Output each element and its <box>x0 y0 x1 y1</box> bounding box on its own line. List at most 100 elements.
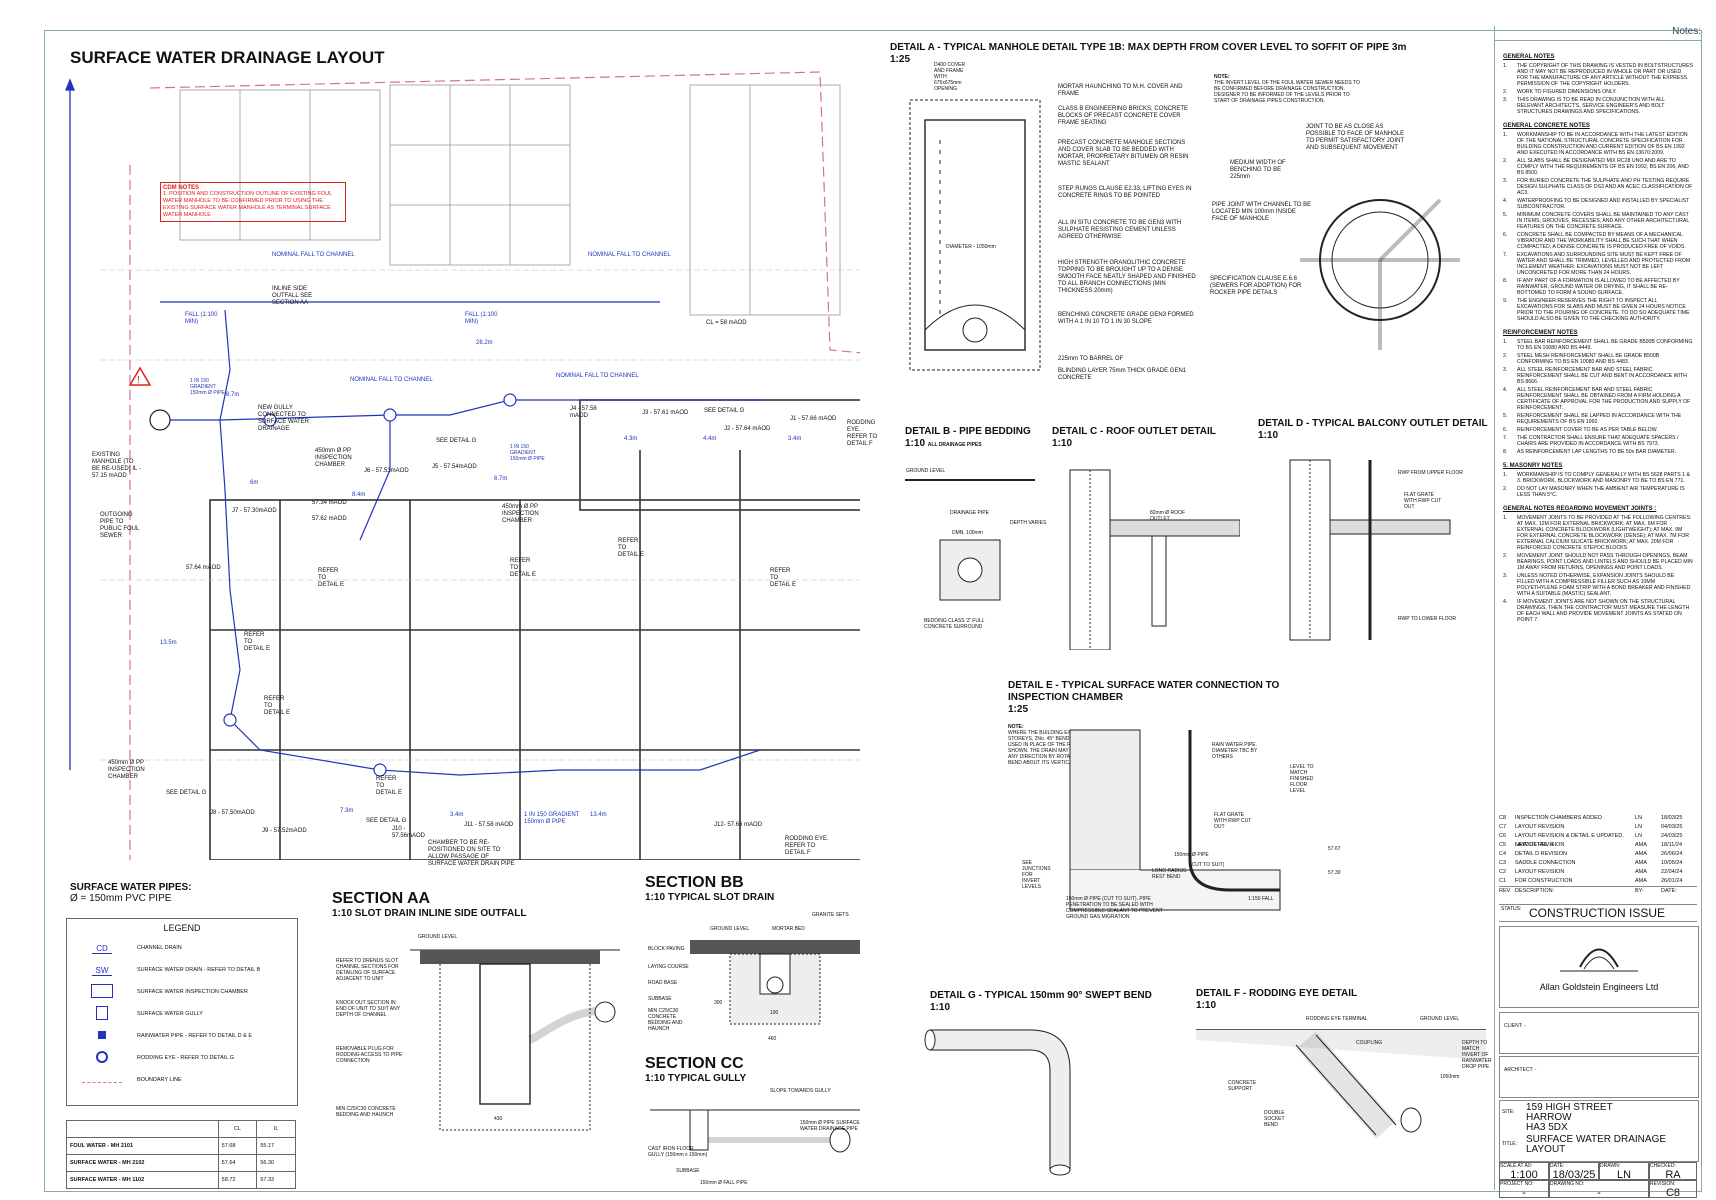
notes-item: 3.UNLESS NOTED OTHERWISE, EXPANSION JOIN… <box>1503 573 1693 599</box>
section-aa-title: SECTION AA <box>332 890 431 907</box>
inspection-chamber-label: 450mm Ø PP INSPECTION CHAMBER <box>315 448 352 468</box>
notes-item-text: EXCAVATIONS AND SURROUNDING SITE MUST BE… <box>1517 252 1691 276</box>
level-label: 57.62 mAOD <box>312 516 347 522</box>
detail-label: RWP FROM UPPER FLOOR <box>1398 470 1463 476</box>
notes-item-text: MINIMUM CONCRETE COVERS SHALL BE MAINTAI… <box>1517 212 1690 230</box>
notes-item-number: 5. <box>1503 212 1508 218</box>
detail-label: FLAT GRATE WITH RWP CUT OUT <box>1404 492 1442 510</box>
section-label: 430 <box>494 1116 503 1122</box>
detail-a-note: NOTE: THE INVERT LEVEL OF THE FOUL WATER… <box>1214 74 1364 104</box>
checked-value: RA <box>1665 1169 1681 1181</box>
detail-a: DETAIL A - TYPICAL MANHOLE DETAIL TYPE 1… <box>890 42 1470 66</box>
manhole-plan-drawing <box>1300 198 1460 350</box>
junction-label: J2 - 57.64 mAOD <box>724 426 771 432</box>
section-label: MIN C25/C30 CONCRETE BEDDING AND HAUNCH <box>336 1106 396 1118</box>
notes-item-number: 4. <box>1503 387 1508 393</box>
table-cell: SURFACE WATER - MH 2102 <box>66 1154 219 1172</box>
revision-cell: 18/11/24 <box>1661 842 1683 848</box>
detail-a-drawing <box>909 99 1041 371</box>
company-name: Allan Goldstein Engineers Ltd <box>1539 982 1659 992</box>
detail-label: DEPTH VARIES <box>1010 520 1047 526</box>
detail-label: PRECAST CONCRETE MANHOLE SECTIONS AND CO… <box>1058 140 1189 167</box>
detail-label: GROUND LEVEL <box>1420 1016 1460 1022</box>
notes-item-text: THE CONTRACTOR SHALL ENSURE THAT ADEQUAT… <box>1517 435 1679 447</box>
new-gully-label: NEW GULLY CONNECTED TO SURFACE WATER DRA… <box>258 405 310 432</box>
detail-label: ALL IN SITU CONCRETE TO BE GEN3 WITH SUL… <box>1058 220 1182 240</box>
revision-cell: DESCRIPTION: <box>1515 888 1555 894</box>
see-detail-label: SEE DETAIL G <box>166 790 207 796</box>
detail-label: 82mm Ø ROOF OUTLET <box>1150 510 1186 522</box>
table-cell: 57.33 <box>256 1171 296 1189</box>
revision-cell: C1 <box>1499 878 1507 884</box>
drawing-no-value: - <box>1597 1187 1601 1199</box>
section-label: LAYING COURSE <box>648 964 689 970</box>
notes-item-text: WORK TO FIGURED DIMENSIONS ONLY. <box>1517 89 1617 95</box>
detail-b-scale: 1:10 <box>905 438 926 449</box>
notes-item-number: 1. <box>1503 472 1508 478</box>
notes-item-number: 4. <box>1503 198 1508 204</box>
notes-item-text: MOVEMENT JOINTS TO BE PROVIDED AT THE FO… <box>1517 515 1692 551</box>
revision-cell: C4 <box>1499 851 1507 857</box>
revision-cell: DATE: <box>1661 888 1677 894</box>
notes-item-number: 1. <box>1503 132 1508 138</box>
dimension-label: 7.3m <box>340 808 354 814</box>
junction-label: J8 - 57.50mAOD <box>210 810 255 816</box>
revision-cell: C3 <box>1499 860 1507 866</box>
legend-symbol <box>67 1076 137 1085</box>
checked-label: CHECKED: <box>1650 1163 1676 1169</box>
notes-item-number: 8. <box>1503 449 1508 455</box>
dimension-label: 3.4m <box>788 436 802 442</box>
legend-label: RODDING EYE - REFER TO DETAIL G <box>137 1055 234 1061</box>
detail-label: 150mm Ø PIPE <box>1174 852 1209 858</box>
junction-label: J10 - 57.56mAOD <box>392 826 426 839</box>
detail-label: SEE JUNCTIONS FOR INVERT LEVELS <box>1022 860 1051 890</box>
junction-label: J6 - 57.53mAOD <box>364 468 409 474</box>
notes-item-text: THE ENGINEER RESERVES THE RIGHT TO INSPE… <box>1517 298 1690 322</box>
notes-item-text: ALL SLABS SHALL BE DESIGNATED MIX RC28 U… <box>1517 158 1689 176</box>
detail-a-title: DETAIL A - TYPICAL MANHOLE DETAIL TYPE 1… <box>890 42 1407 53</box>
detail-e-note: NOTE: WHERE THE BUILDING EXCEEDS TWO STO… <box>1008 724 1108 766</box>
legend-label: BOUNDARY LINE <box>137 1077 182 1083</box>
junction-label: J4 - 57.58 mAOD <box>570 406 597 419</box>
dimension-label: 6.7m <box>494 476 508 482</box>
notes-item: 1.MOVEMENT JOINTS TO BE PROVIDED AT THE … <box>1503 515 1693 553</box>
revision-cell: SADDLE CONNECTION <box>1515 860 1576 866</box>
gradient-label: 1 IN 150 GRADIENT 150mm Ø PIPE <box>524 812 580 825</box>
detail-g-scale: 1:10 <box>930 1002 951 1013</box>
channel-drain <box>65 78 660 770</box>
legend-heading: LEGEND <box>163 923 201 933</box>
drainage-plan: ! <box>65 71 860 860</box>
revision-cell: LAYOUT REVISION <box>1515 869 1565 875</box>
notes-item: 5. MINIMUM CONCRETE COVERS SHALL BE MAINT… <box>1503 212 1693 232</box>
section-label: GROUND LEVEL <box>418 934 458 940</box>
detail-label: CLASS B ENGINEERING BRICKS, CONCRETE BLO… <box>1058 106 1189 126</box>
detail-e: DETAIL E - TYPICAL SURFACE WATER CONNECT… <box>1008 680 1318 716</box>
revision-cell: BY: <box>1635 888 1644 894</box>
section-cc-title: SECTION CC <box>645 1055 744 1072</box>
revision-cell: DETAIL D REVISION <box>1515 851 1567 857</box>
revision-value: C8 <box>1665 1187 1681 1199</box>
section-label: 150mm Ø FALL PIPE <box>700 1180 748 1186</box>
see-detail-label: SEE DETAIL G <box>366 818 407 824</box>
site-line: HARROW <box>1526 1112 1572 1123</box>
notes-item-number: 1. <box>1503 339 1508 345</box>
revision-cell: AMA <box>1635 860 1647 866</box>
refer-detail-label: REFER TO DETAIL E <box>618 538 645 558</box>
table-header <box>66 1120 219 1138</box>
refer-detail-label: REFER TO DETAIL E <box>770 568 797 588</box>
notes-item: 1.THE COPYRIGHT OF THIS DRAWING IS VESTE… <box>1503 63 1693 89</box>
revision-cell: REV. <box>1499 888 1512 894</box>
section-label: 460 <box>768 1036 777 1042</box>
revision-cell: AMA <box>1635 869 1647 875</box>
detail-f-title: DETAIL F - RODDING EYE DETAIL <box>1196 988 1358 999</box>
notes-section-heading: GENERAL CONCRETE NOTES <box>1503 123 1590 129</box>
rodding-eye-label: RODDING EYE. REFER TO DETAIL F <box>785 836 829 856</box>
inspection-chambers <box>149 393 517 777</box>
revision-cell: LAYOUT REVISION & DETAIL E UPDATED, NEW … <box>1515 833 1624 848</box>
dimension-label: 13.4m <box>590 812 607 818</box>
